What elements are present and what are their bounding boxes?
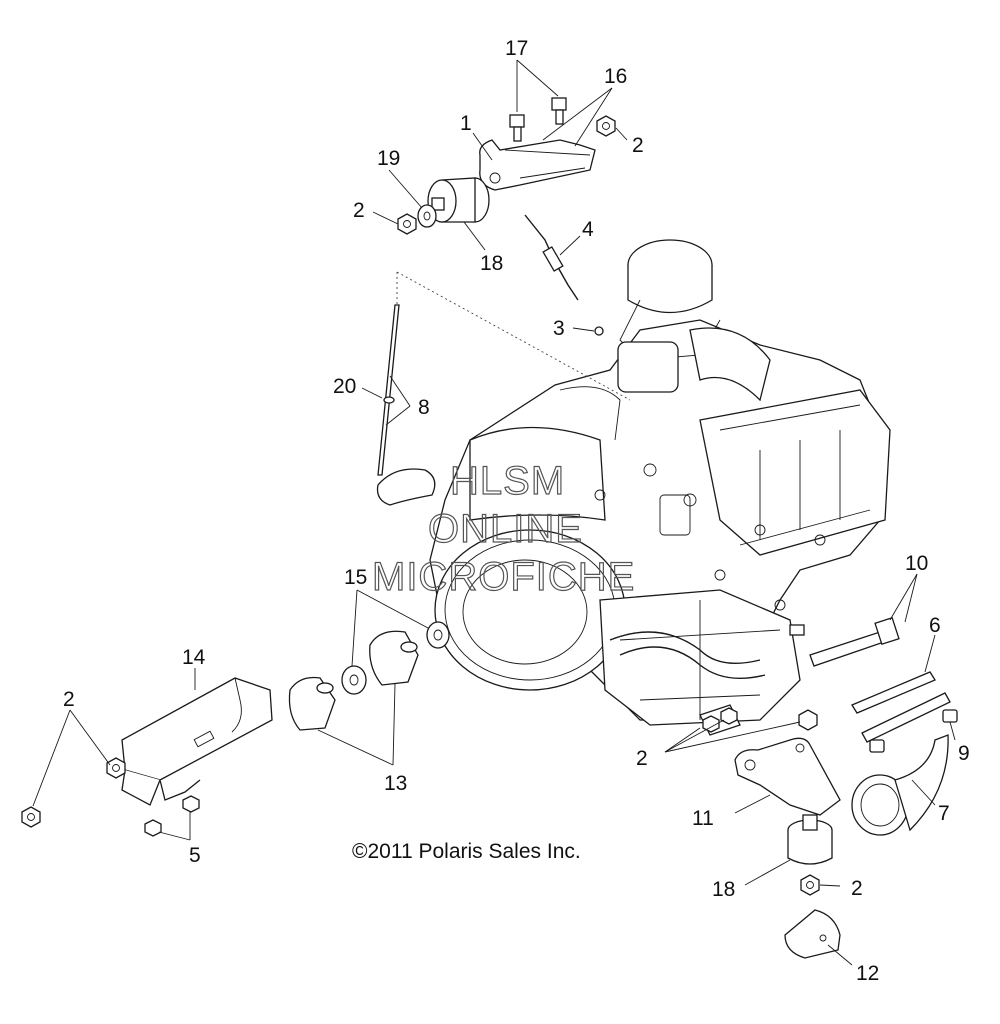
watermark-line-3: MICROFICHE xyxy=(372,555,635,599)
callout-9: 9 xyxy=(958,742,970,765)
heat-shield-12 xyxy=(784,909,841,959)
callout-1: 1 xyxy=(460,112,472,135)
callout-2-left: 2 xyxy=(353,199,365,222)
nut-5a xyxy=(182,795,200,813)
callout-10: 10 xyxy=(905,552,928,575)
rubber-mount-13b xyxy=(369,630,419,686)
washer-19 xyxy=(417,204,437,228)
throttle-cable-4 xyxy=(524,214,579,301)
callout-2-far-left: 2 xyxy=(63,688,75,711)
rubber-mount-13a xyxy=(288,676,336,731)
callout-5: 5 xyxy=(189,844,201,867)
nut-2-cluster-b xyxy=(720,707,738,725)
rubber-mount-18-bottom xyxy=(787,814,833,865)
callout-20: 20 xyxy=(333,375,356,398)
callout-15: 15 xyxy=(344,566,367,589)
nut-2-cluster-c xyxy=(798,709,818,731)
callout-8: 8 xyxy=(418,396,430,419)
nut-2-far-left xyxy=(21,806,41,828)
callout-labels: 17 16 1 2 19 2 18 4 3 20 8 10 6 15 14 2 … xyxy=(63,37,970,985)
nut-2-bracket xyxy=(106,757,126,779)
washer-15a xyxy=(341,665,367,695)
callout-18-top: 18 xyxy=(480,252,503,275)
callout-14: 14 xyxy=(182,646,206,669)
engine-bracket-11 xyxy=(734,737,841,816)
duct-7 xyxy=(851,734,949,836)
callout-17: 17 xyxy=(505,37,528,60)
gasket-6 xyxy=(851,671,951,743)
callout-4: 4 xyxy=(582,218,594,241)
bolt-17b xyxy=(551,97,567,125)
engine-assembly xyxy=(376,239,891,736)
bolt-17a xyxy=(509,114,525,142)
nut-2-bottom xyxy=(800,874,820,896)
callout-2-cluster: 2 xyxy=(636,747,648,770)
leader-lines xyxy=(32,59,956,966)
callout-2-bottom: 2 xyxy=(851,877,863,900)
copyright-text: ©2011 Polaris Sales Inc. xyxy=(352,840,581,863)
callout-7: 7 xyxy=(938,802,950,825)
callout-3: 3 xyxy=(553,317,565,340)
callout-11: 11 xyxy=(692,807,714,830)
callout-12: 12 xyxy=(856,962,879,985)
rubber-mount-18-top xyxy=(427,177,490,223)
watermark: HLSM ONLINE MICROFICHE xyxy=(371,458,635,599)
dashed-guide-line xyxy=(396,271,631,401)
nut-2-left xyxy=(397,213,417,235)
nut-9a xyxy=(869,739,885,753)
washer-15b xyxy=(426,621,450,649)
callout-16: 16 xyxy=(604,65,627,88)
nut-5b xyxy=(144,819,162,837)
callout-2-top-right: 2 xyxy=(632,134,644,157)
engine-bracket-14 xyxy=(121,677,273,806)
callout-6: 6 xyxy=(929,614,941,637)
callout-18-bottom: 18 xyxy=(712,878,735,901)
callout-13: 13 xyxy=(384,772,407,795)
nut-3 xyxy=(594,326,604,336)
callout-19: 19 xyxy=(377,147,400,170)
nut-2-top xyxy=(596,115,616,137)
watermark-line-1: HLSM xyxy=(450,459,565,503)
watermark-line-2: ONLINE xyxy=(428,507,583,551)
engine-bracket-1 xyxy=(479,139,596,191)
rod-8 xyxy=(377,304,400,476)
nut-9b xyxy=(942,709,958,723)
nut-2-cluster-a xyxy=(702,715,720,733)
bolt-10 xyxy=(809,616,900,667)
